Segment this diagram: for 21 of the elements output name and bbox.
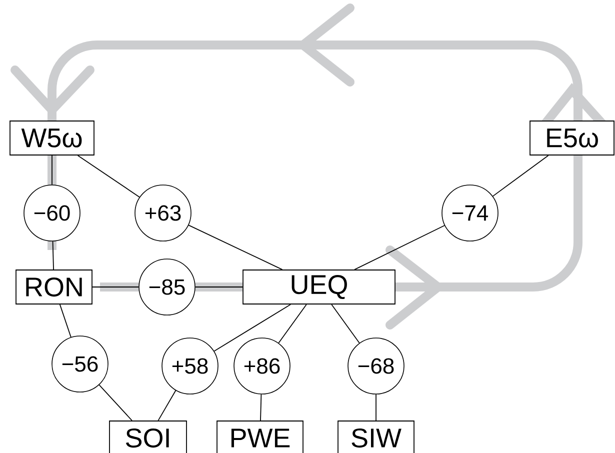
label-box: RON [16, 270, 92, 304]
connector-line [214, 304, 291, 352]
connector-line [260, 394, 262, 421]
connector-line [59, 304, 72, 338]
connector-line [158, 390, 176, 421]
connector-line [188, 224, 283, 270]
connector-line [92, 286, 140, 288]
connector-line [77, 155, 140, 198]
label-box: SOI [109, 420, 187, 453]
label-box: PWE [216, 420, 304, 453]
label-box: UEQ [242, 270, 396, 304]
label-box: E5ω [530, 120, 614, 156]
label-box: W5ω [10, 120, 94, 156]
connector-line [354, 225, 445, 270]
connector-line [492, 155, 549, 197]
connector-line [194, 286, 243, 288]
label-box: SIW [338, 420, 414, 453]
connector-line [278, 304, 307, 344]
connector-line [98, 384, 132, 421]
connector-line [52, 240, 54, 270]
connector-line [331, 304, 360, 344]
